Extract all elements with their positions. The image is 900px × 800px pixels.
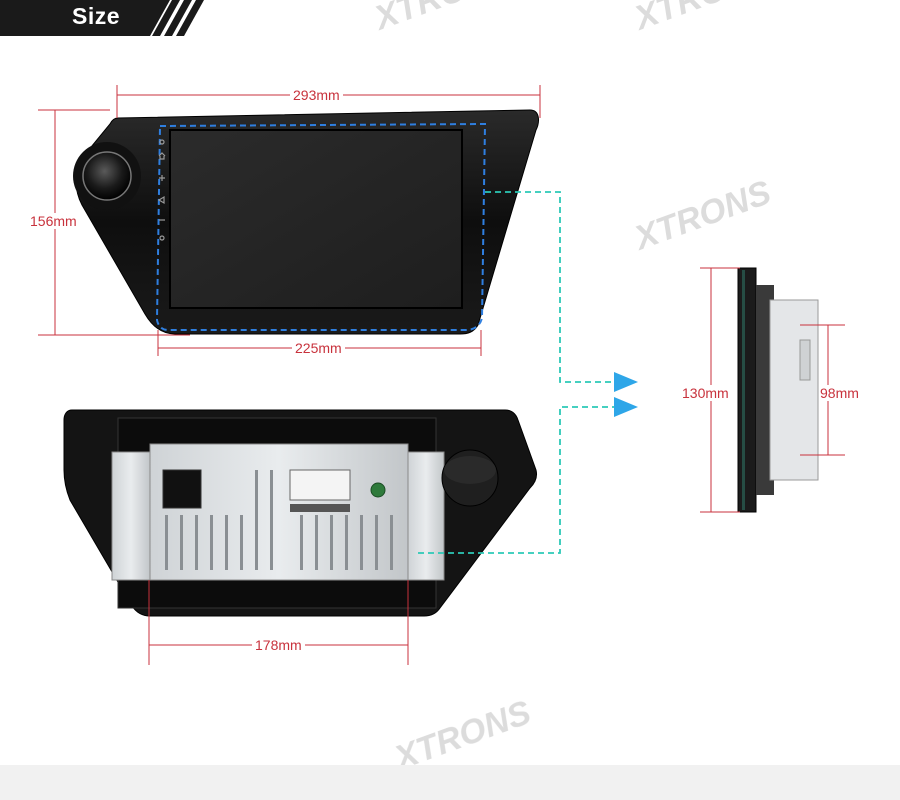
dimension-130: 130mm: [682, 385, 729, 401]
arrow-bottom-icon: [614, 397, 638, 417]
guide-lines: [418, 191, 618, 554]
svg-text:XTRONS: XTRONS: [368, 0, 516, 38]
volume-knob-icon: [82, 151, 132, 201]
side-view: [737, 267, 819, 513]
connector-strip: [290, 504, 350, 512]
connector-block: [162, 469, 202, 509]
dimension-98: 98mm: [820, 385, 859, 401]
chassis: [149, 443, 409, 581]
footer-band: [0, 765, 900, 800]
right-bracket: [407, 451, 445, 581]
connector-white: [289, 469, 351, 501]
svg-text:XTRONS: XTRONS: [628, 173, 776, 258]
dimension-156: 156mm: [30, 213, 77, 229]
antenna-port: [370, 482, 386, 498]
side-edge: [742, 270, 745, 510]
side-plug: [799, 339, 811, 381]
dimension-178: 178mm: [252, 637, 305, 653]
side-panel: [737, 267, 757, 513]
size-tag-background: [0, 0, 204, 36]
front-screen: [169, 129, 463, 309]
cooling-top: [444, 456, 496, 484]
chassis-vents: [165, 470, 393, 570]
left-bracket: [111, 451, 151, 581]
size-tag: Size: [0, 0, 205, 36]
dimension-225: 225mm: [292, 340, 345, 356]
dimension-293: 293mm: [290, 87, 343, 103]
section-title: Size: [72, 3, 121, 29]
back-view: [63, 409, 537, 617]
front-view: [73, 109, 539, 335]
svg-text:XTRONS: XTRONS: [628, 0, 776, 38]
screen-outline: [155, 122, 487, 331]
side-buttons: [157, 139, 166, 241]
arrow-top-icon: [614, 372, 638, 392]
side-chassis: [769, 299, 819, 481]
guide-arrows: [614, 372, 638, 417]
